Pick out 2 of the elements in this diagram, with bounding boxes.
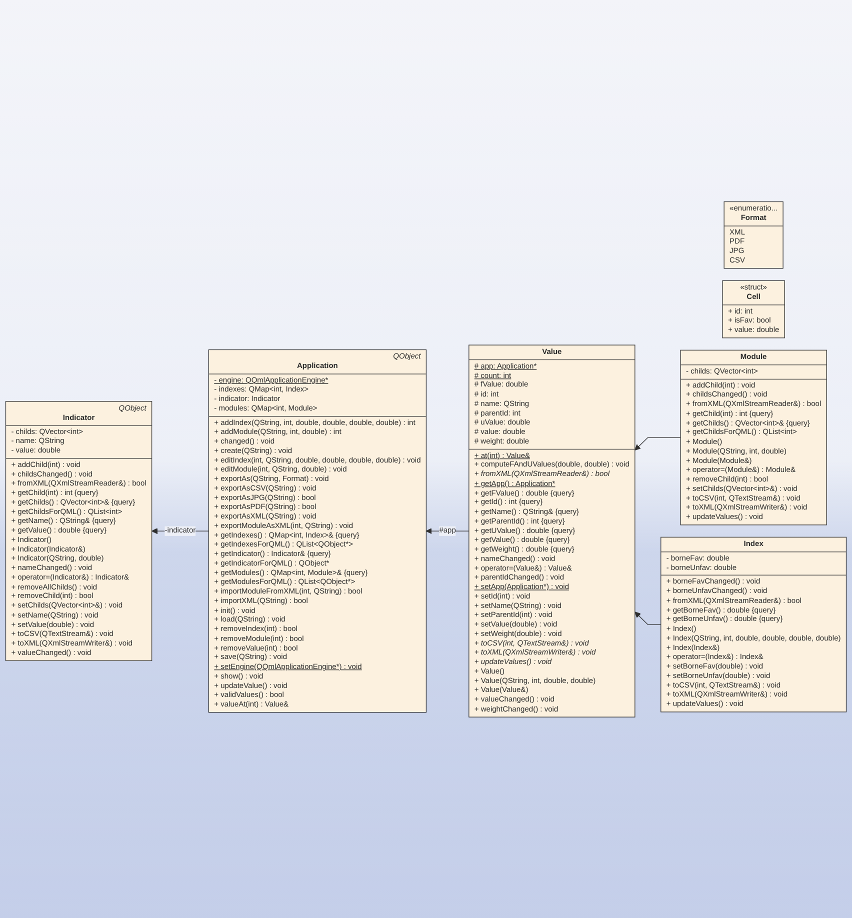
arrow <box>634 611 662 624</box>
arrow <box>634 436 681 450</box>
